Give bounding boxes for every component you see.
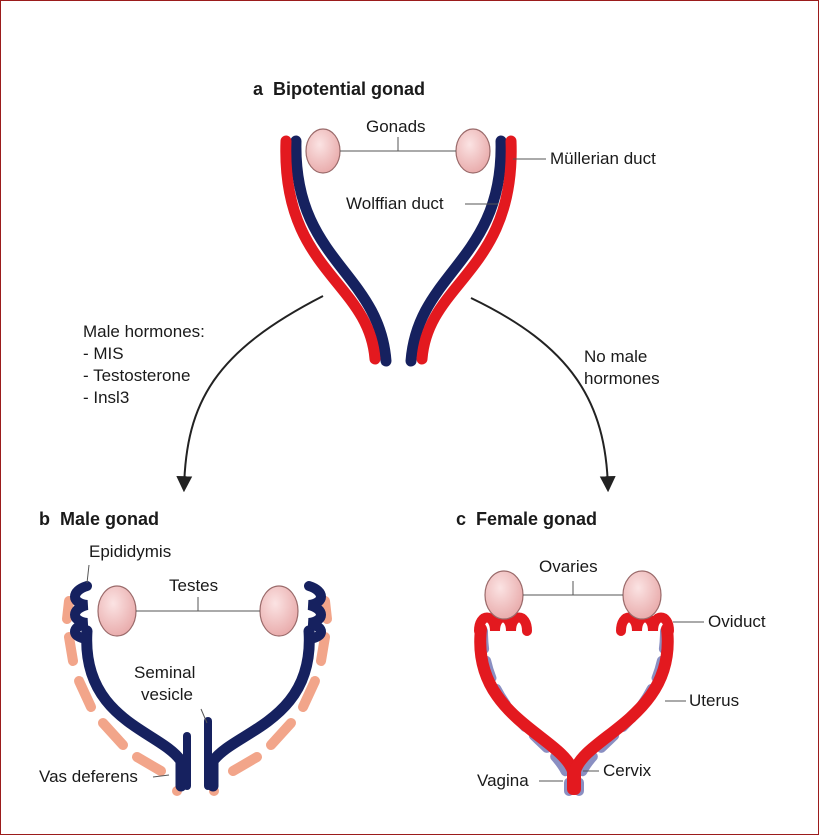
panel-b-letter: b (39, 509, 50, 529)
male-hormone-item: - Testosterone (83, 365, 205, 387)
epididymis-label: Epididymis (89, 542, 171, 562)
no-male-hormones-line-1: No male (584, 346, 660, 368)
panel-c-letter: c (456, 509, 466, 529)
mullerian-duct-label: Müllerian duct (550, 149, 656, 169)
testes-label: Testes (169, 576, 218, 596)
gonads-label: Gonads (366, 117, 426, 137)
right-testis (260, 586, 298, 636)
no-male-hormones-line-2: hormones (584, 368, 660, 390)
bipotential-gonad-illustration (286, 129, 546, 361)
cervix-label: Cervix (603, 761, 651, 781)
epididymis-leader (87, 565, 89, 583)
panel-a-letter: a (253, 79, 263, 99)
male-hormones-heading: Male hormones: (83, 321, 205, 343)
male-hormone-item: - Insl3 (83, 387, 205, 409)
panel-b-title: Male gonad (60, 509, 159, 529)
panel-b-heading: b Male gonad (39, 509, 159, 530)
ovaries-label: Ovaries (539, 557, 598, 577)
oviduct-label: Oviduct (708, 612, 766, 632)
right-gonad (456, 129, 490, 173)
male-hormones-list: Male hormones: - MIS - Testosterone - In… (83, 321, 205, 409)
female-gonad-illustration (479, 571, 704, 791)
left-ovary (485, 571, 523, 619)
uterus-label: Uterus (689, 691, 739, 711)
seminal-vesicle-leader (201, 709, 207, 723)
panel-c-heading: c Female gonad (456, 509, 597, 530)
seminal-vesicle-label-line-2: vesicle (141, 685, 193, 705)
no-male-hormones-label: No male hormones (584, 346, 660, 390)
left-vas-deferens (87, 631, 181, 786)
panel-a-heading: a Bipotential gonad (253, 79, 425, 100)
seminal-vesicle-label-line-1: Seminal (134, 663, 195, 683)
panel-a-title: Bipotential gonad (273, 79, 425, 99)
vas-deferens-label: Vas deferens (39, 767, 138, 787)
panel-c-title: Female gonad (476, 509, 597, 529)
wolffian-duct-label: Wolffian duct (346, 194, 444, 214)
male-gonad-illustration (67, 565, 327, 796)
right-vas-deferens (213, 631, 309, 786)
female-pathway-arrow (471, 298, 608, 489)
right-ovary (623, 571, 661, 619)
left-testis (98, 586, 136, 636)
vagina-label: Vagina (477, 771, 529, 791)
uterus-outline-left (483, 631, 569, 791)
left-gonad (306, 129, 340, 173)
male-hormone-item: - MIS (83, 343, 205, 365)
